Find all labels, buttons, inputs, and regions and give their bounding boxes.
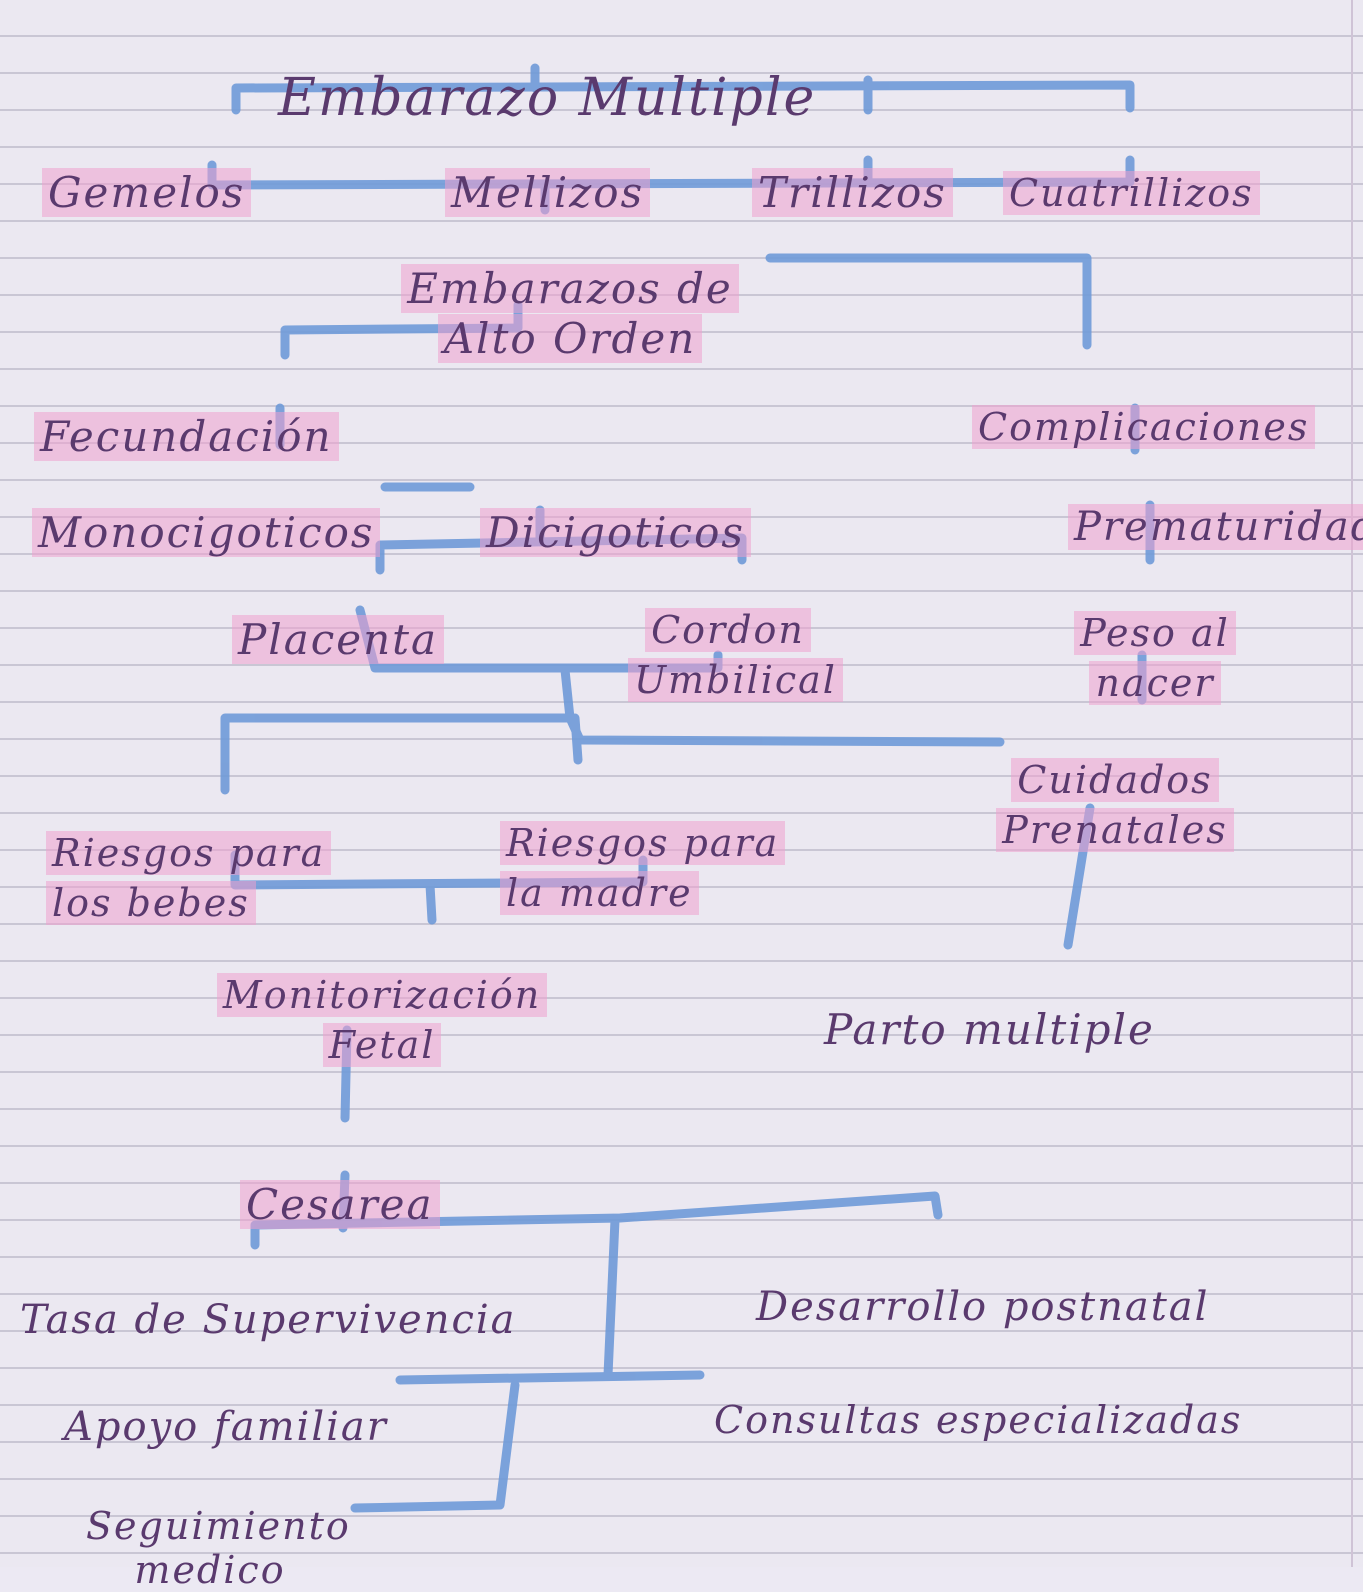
connector-top-bracket [231,80,1135,115]
node-seguimiento: Seguimiento medico [86,1504,351,1592]
margin-line [1351,0,1353,1567]
node-monitorizacion: Monitorización Fetal [212,920,552,1070]
connector-riesgos-madre [570,713,583,765]
connector-riesgos-top [220,713,1005,795]
node-parto-multiple: Parto multiple [824,1005,1155,1054]
connector-to-monitorizacion [425,880,437,925]
node-cuatrillizos: Cuatrillizos [1003,118,1260,218]
node-peso: Peso al nacer [1060,558,1250,708]
node-prematuridad: Prematuridad [1068,452,1363,552]
node-supervivencia: Tasa de Supervivencia [20,1297,517,1343]
node-monocigoticos: Monocigoticos [32,458,381,558]
connector-seguimiento [350,1380,520,1513]
node-complicaciones: Complicaciones [972,352,1316,452]
node-dicigoticos: Dicigoticos [480,458,751,558]
node-riesgos-bebes: Riesgos para los bebes [46,778,332,928]
node-apoyo: Apoyo familiar [64,1404,388,1450]
node-cordon: Cordon Umbilical [628,555,843,705]
node-desarrollo: Desarrollo postnatal [756,1284,1210,1330]
node-alto-orden: Embarazos de Alto Orden [375,214,765,364]
diagram-title: Embarazo Multiple [278,68,817,128]
node-consultas: Consultas especializadas [714,1398,1243,1442]
connector-apoyo-consultas [395,1370,705,1385]
node-cesarea: Cesarea [240,1130,440,1230]
node-riesgos-madre: Riesgos para la madre [500,768,786,918]
node-gemelos: Gemelos [42,118,252,218]
node-fecundacion: Fecundación [34,362,339,462]
node-placenta: Placenta [232,565,445,665]
connector-to-complicaciones [765,253,1092,350]
connector-ces-spine [603,1215,620,1380]
node-cuidados: Cuidados Prenatales [990,705,1240,855]
node-trillizos: Trillizos [752,118,953,218]
node-mellizos: Mellizos [445,118,651,218]
connector-bottom-bracket [207,155,1135,190]
connector-bottom-down [560,665,575,723]
connector-ces-bracket [250,1191,943,1250]
